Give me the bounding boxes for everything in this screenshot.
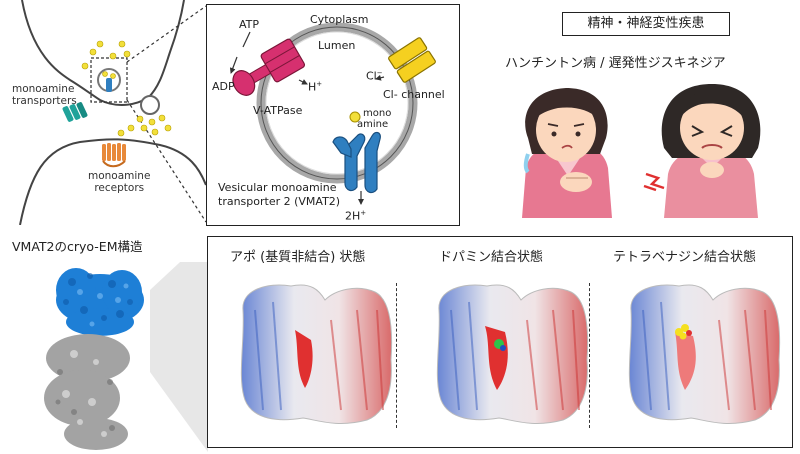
tetrabenazine-structure-surface (628, 284, 781, 424)
state-label-tetrabenazine: テトラベナジン結合状態 (613, 250, 757, 265)
cryo-em-title: VMAT2のcryo-EM構造 (12, 239, 143, 254)
patient-1-illustration (522, 88, 612, 218)
state-label-apo: アポ (基質非結合) 状態 (230, 250, 366, 265)
patient-2-illustration (643, 84, 761, 218)
presynaptic-terminal (21, 0, 185, 106)
cl-minus-label: Cl− (366, 69, 383, 83)
monoamine-receptor-icon (102, 143, 126, 168)
postsynaptic-terminal (19, 138, 206, 225)
state-label-dopamine: ドパミン結合状態 (439, 250, 544, 265)
panel-divider-1 (396, 283, 397, 428)
transporter-label: monoamine transporters (12, 83, 77, 107)
dopamine-structure-surface (436, 284, 589, 424)
cytoplasm-label: Cytoplasm (310, 13, 369, 26)
vmat2-label: Vesicular monoamine transporter 2 (VMAT2… (218, 181, 341, 208)
cryo-em-gray-density (44, 334, 130, 450)
disease-title-box: 精神・神経変性疾患 (562, 12, 730, 36)
monoamine-dot-icon (349, 111, 361, 123)
apo-structure-surface (240, 284, 393, 424)
panel-divider-2 (589, 283, 590, 428)
patient-illustrations (522, 84, 761, 218)
cryo-em-structure (44, 262, 208, 452)
vmat2-icon (332, 131, 381, 194)
cl-channel-icon (388, 37, 436, 83)
vesicle-panel: Cytoplasm Lumen ATP ADP H+ V-ATPase Cl− … (206, 4, 460, 226)
atp-label: ATP (239, 18, 260, 31)
zoom-connector (150, 262, 208, 452)
synapse-diagram (19, 0, 206, 225)
zoom-box (90, 57, 128, 103)
lumen-label: Lumen (318, 39, 356, 52)
monoamine-label: mono amine (357, 108, 392, 130)
cl-channel-label: Cl- channel (383, 88, 445, 101)
v-atpase-icon (232, 38, 306, 96)
receptor-label: monoamine receptors (88, 170, 151, 194)
disease-subtitle: ハンチントン病 / 遅発性ジスキネジア (505, 56, 726, 71)
adp-label: ADP (212, 80, 235, 93)
v-atpase-label: V-ATPase (253, 104, 303, 117)
monoamine-transporter-icon (62, 102, 88, 122)
h-plus-label: H+ (308, 80, 323, 94)
monoamine-dots (81, 40, 172, 137)
structure-surfaces (240, 284, 781, 424)
two-h-plus-label: 2H+ (345, 209, 367, 223)
